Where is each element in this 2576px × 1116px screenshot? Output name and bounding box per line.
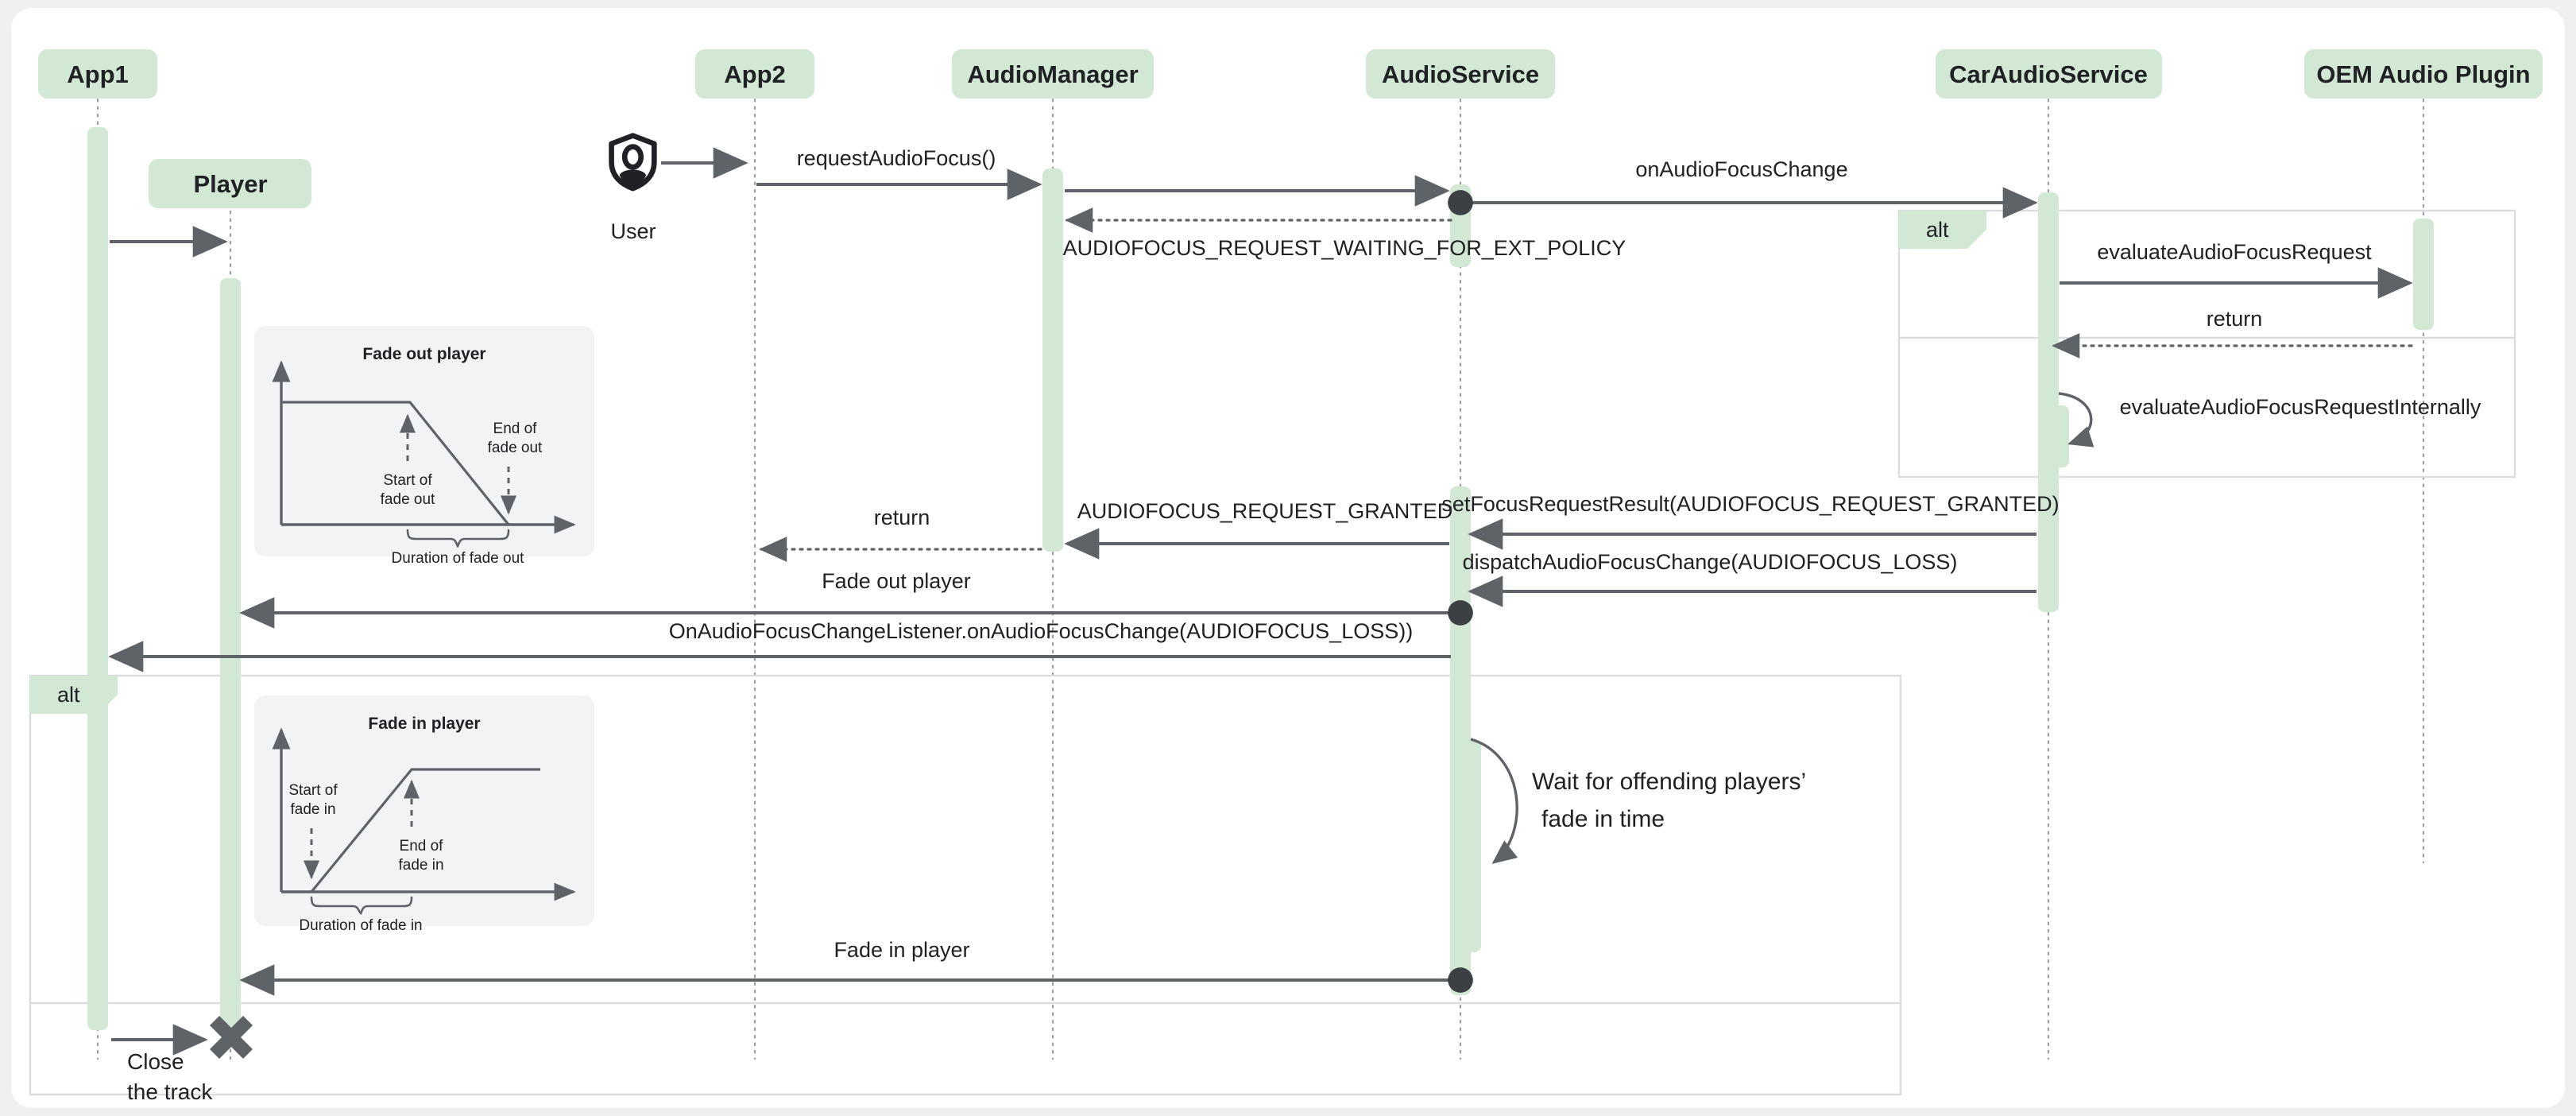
message-audiofocus-request-granted-label: AUDIOFOCUS_REQUEST_GRANTED bbox=[1077, 499, 1453, 523]
fade-out-duration-label: Duration of fade out bbox=[392, 550, 525, 567]
participant-oem-label: OEM Audio Plugin bbox=[2316, 60, 2530, 88]
message-setFocusRequestResult[interactable]: setFocusRequestResult(AUDIOFOCUS_REQUEST… bbox=[1441, 492, 2060, 550]
message-onAudioFocusChangeListener-label: OnAudioFocusChangeListener.onAudioFocusC… bbox=[669, 619, 1413, 643]
message-wait-for-fade-in[interactable]: Wait for offending players’ fade in time bbox=[1470, 738, 1806, 864]
fade-in-envelope bbox=[281, 768, 540, 893]
fade-out-duration-brace bbox=[406, 529, 510, 548]
fade-out-inset: Fade out player Start of fade out End of… bbox=[254, 326, 594, 567]
message-close-the-track-label-line2: the track bbox=[127, 1079, 213, 1104]
message-close-the-track-label-line1: Close bbox=[127, 1049, 184, 1074]
fade-in-end-line2: fade in bbox=[398, 857, 443, 874]
message-evaluateAudioFocusRequest[interactable]: evaluateAudioFocusRequest bbox=[2060, 240, 2413, 299]
message-onAudioFocusChange-label: onAudioFocusChange bbox=[1635, 157, 1847, 181]
message-return-audiomanager[interactable]: return bbox=[759, 506, 1042, 562]
actor-user-label: User bbox=[610, 219, 656, 243]
message-return-oem[interactable]: return bbox=[2052, 307, 2413, 358]
destroy-x-icon bbox=[209, 1015, 253, 1060]
message-fade-in-player[interactable]: Fade in player bbox=[239, 938, 1473, 996]
participant-audiomanager[interactable]: AudioManager bbox=[952, 49, 1154, 99]
message-audiofocus-waiting-for-ext-policy[interactable]: AUDIOFOCUS_REQUEST_WAITING_FOR_EXT_POLIC… bbox=[1063, 207, 1626, 260]
participant-app1-label: App1 bbox=[67, 60, 129, 88]
message-dispatchAudioFocusChange-label: dispatchAudioFocusChange(AUDIOFOCUS_LOSS… bbox=[1463, 550, 1958, 574]
participant-audioservice-label: AudioService bbox=[1382, 60, 1539, 88]
message-dispatchAudioFocusChange[interactable]: dispatchAudioFocusChange(AUDIOFOCUS_LOSS… bbox=[1463, 550, 2036, 607]
participant-headers-group: App1 Player App2 AudioManager AudioServi… bbox=[38, 49, 2543, 208]
fragment-alt-right: alt bbox=[1897, 209, 2516, 479]
participant-caraudioservice[interactable]: CarAudioService bbox=[1936, 49, 2162, 99]
message-return-audiomanager-label: return bbox=[874, 506, 930, 529]
fade-in-start-line1: Start of bbox=[288, 782, 338, 799]
message-onAudioFocusChangeListener[interactable]: OnAudioFocusChangeListener.onAudioFocusC… bbox=[108, 619, 1451, 672]
fade-in-duration-label: Duration of fade in bbox=[299, 917, 422, 934]
activation-oem bbox=[2413, 219, 2434, 330]
actor-user[interactable]: User bbox=[609, 133, 657, 243]
message-evaluateAudioFocusRequest-label: evaluateAudioFocusRequest bbox=[2097, 240, 2372, 264]
message-requestAudioFocus-label: requestAudioFocus() bbox=[797, 146, 996, 170]
message-fade-in-player-label: Fade in player bbox=[834, 938, 969, 962]
participant-audiomanager-label: AudioManager bbox=[967, 60, 1138, 88]
activation-bars-group bbox=[87, 127, 2434, 1040]
message-evaluateAudioFocusRequestInternally-label: evaluateAudioFocusRequestInternally bbox=[2120, 395, 2481, 419]
message-close-the-track[interactable]: Close the track bbox=[111, 1015, 253, 1104]
message-return-oem-label: return bbox=[2207, 307, 2263, 331]
participant-player-label: Player bbox=[193, 170, 267, 198]
fade-in-inset: Fade in player Start of fade in End of f… bbox=[254, 696, 594, 934]
fade-in-start-line2: fade in bbox=[290, 801, 335, 818]
user-shield-icon bbox=[609, 133, 657, 192]
participant-app2[interactable]: App2 bbox=[695, 49, 814, 99]
message-fade-out-player[interactable]: Fade out player bbox=[239, 569, 1473, 629]
fragment-alt-right-label: alt bbox=[1926, 218, 1949, 242]
participant-oem[interactable]: OEM Audio Plugin bbox=[2304, 49, 2543, 99]
activation-audioservice-nested bbox=[1460, 739, 1481, 952]
fade-out-start-line2: fade out bbox=[381, 491, 435, 508]
participant-caraudioservice-label: CarAudioService bbox=[1949, 60, 2148, 88]
fade-out-end-line1: End of bbox=[493, 420, 538, 437]
message-setFocusRequestResult-label: setFocusRequestResult(AUDIOFOCUS_REQUEST… bbox=[1441, 492, 2059, 516]
message-requestAudioFocus[interactable]: requestAudioFocus() bbox=[661, 146, 996, 179]
fragment-alt-left-label: alt bbox=[57, 683, 80, 707]
message-wait-for-fade-in-label-line2: fade in time bbox=[1541, 806, 1665, 832]
participant-audioservice[interactable]: AudioService bbox=[1366, 49, 1555, 99]
activation-player bbox=[220, 278, 241, 1040]
message-onAudioFocusChange[interactable]: onAudioFocusChange bbox=[1448, 157, 2038, 219]
participant-player[interactable]: Player bbox=[149, 159, 311, 208]
fade-out-start-line1: Start of bbox=[383, 472, 432, 489]
message-audiofocus-waiting-for-ext-policy-label: AUDIOFOCUS_REQUEST_WAITING_FOR_EXT_POLIC… bbox=[1063, 236, 1626, 260]
fade-in-end-line1: End of bbox=[400, 838, 444, 854]
fade-out-end-line2: fade out bbox=[488, 440, 543, 456]
message-audiofocus-request-granted[interactable]: AUDIOFOCUS_REQUEST_GRANTED bbox=[1064, 499, 1453, 560]
message-fade-out-player-label: Fade out player bbox=[822, 569, 971, 593]
message-evaluateAudioFocusRequestInternally[interactable]: evaluateAudioFocusRequestInternally bbox=[2058, 392, 2481, 448]
participant-app2-label: App2 bbox=[724, 60, 786, 88]
message-wait-for-fade-in-label-line1: Wait for offending players’ bbox=[1532, 769, 1806, 795]
fade-out-inset-title: Fade out player bbox=[362, 345, 485, 363]
participant-app1[interactable]: App1 bbox=[38, 49, 157, 99]
activation-caraudioservice-nested bbox=[2048, 405, 2069, 467]
fade-in-duration-brace bbox=[310, 896, 413, 916]
fade-in-inset-title: Fade in player bbox=[368, 715, 480, 733]
activation-app1 bbox=[87, 127, 108, 1030]
activation-audiomanager bbox=[1042, 169, 1063, 552]
fade-out-envelope bbox=[281, 401, 510, 526]
activation-caraudioservice bbox=[2038, 192, 2059, 612]
